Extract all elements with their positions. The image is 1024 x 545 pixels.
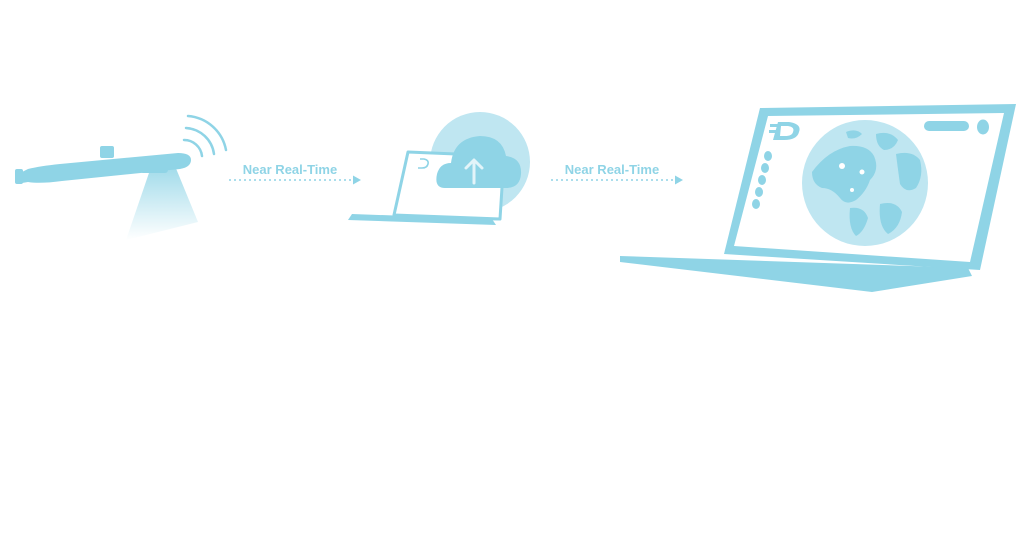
wireless-signal-icon	[182, 114, 228, 158]
d-logo-icon	[418, 158, 429, 169]
underwater-glider-icon	[15, 146, 198, 240]
d-logo-icon	[769, 122, 800, 140]
globe-icon	[802, 120, 928, 246]
flow-arrow-1: Near Real-Time	[229, 162, 361, 185]
flow-label-1: Near Real-Time	[243, 162, 337, 177]
header-bar-pill	[924, 121, 969, 131]
flow-label-2: Near Real-Time	[565, 162, 659, 177]
cloud-upload-icon	[436, 136, 522, 188]
profile-dot-icon	[977, 119, 989, 135]
cloud-upload-group	[348, 112, 530, 225]
sensor-beam	[126, 166, 198, 240]
large-laptop-icon	[620, 104, 1016, 292]
arrow-head-icon	[353, 175, 361, 185]
flow-arrow-2: Near Real-Time	[551, 162, 683, 185]
side-menu-dots	[752, 151, 772, 209]
arrow-head-icon	[675, 175, 683, 185]
